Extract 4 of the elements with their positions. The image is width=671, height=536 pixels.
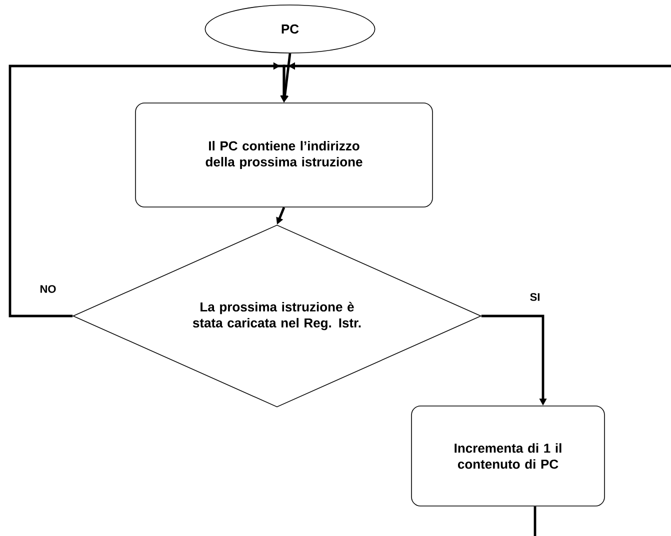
edge-label: NO — [38, 284, 58, 294]
edge-label: SI — [528, 292, 542, 302]
process-box: Incrementa di 1 il contenuto di PC — [411, 406, 605, 506]
process-box: Il PC contiene l’indirizzo della prossima istruzione — [135, 102, 433, 208]
